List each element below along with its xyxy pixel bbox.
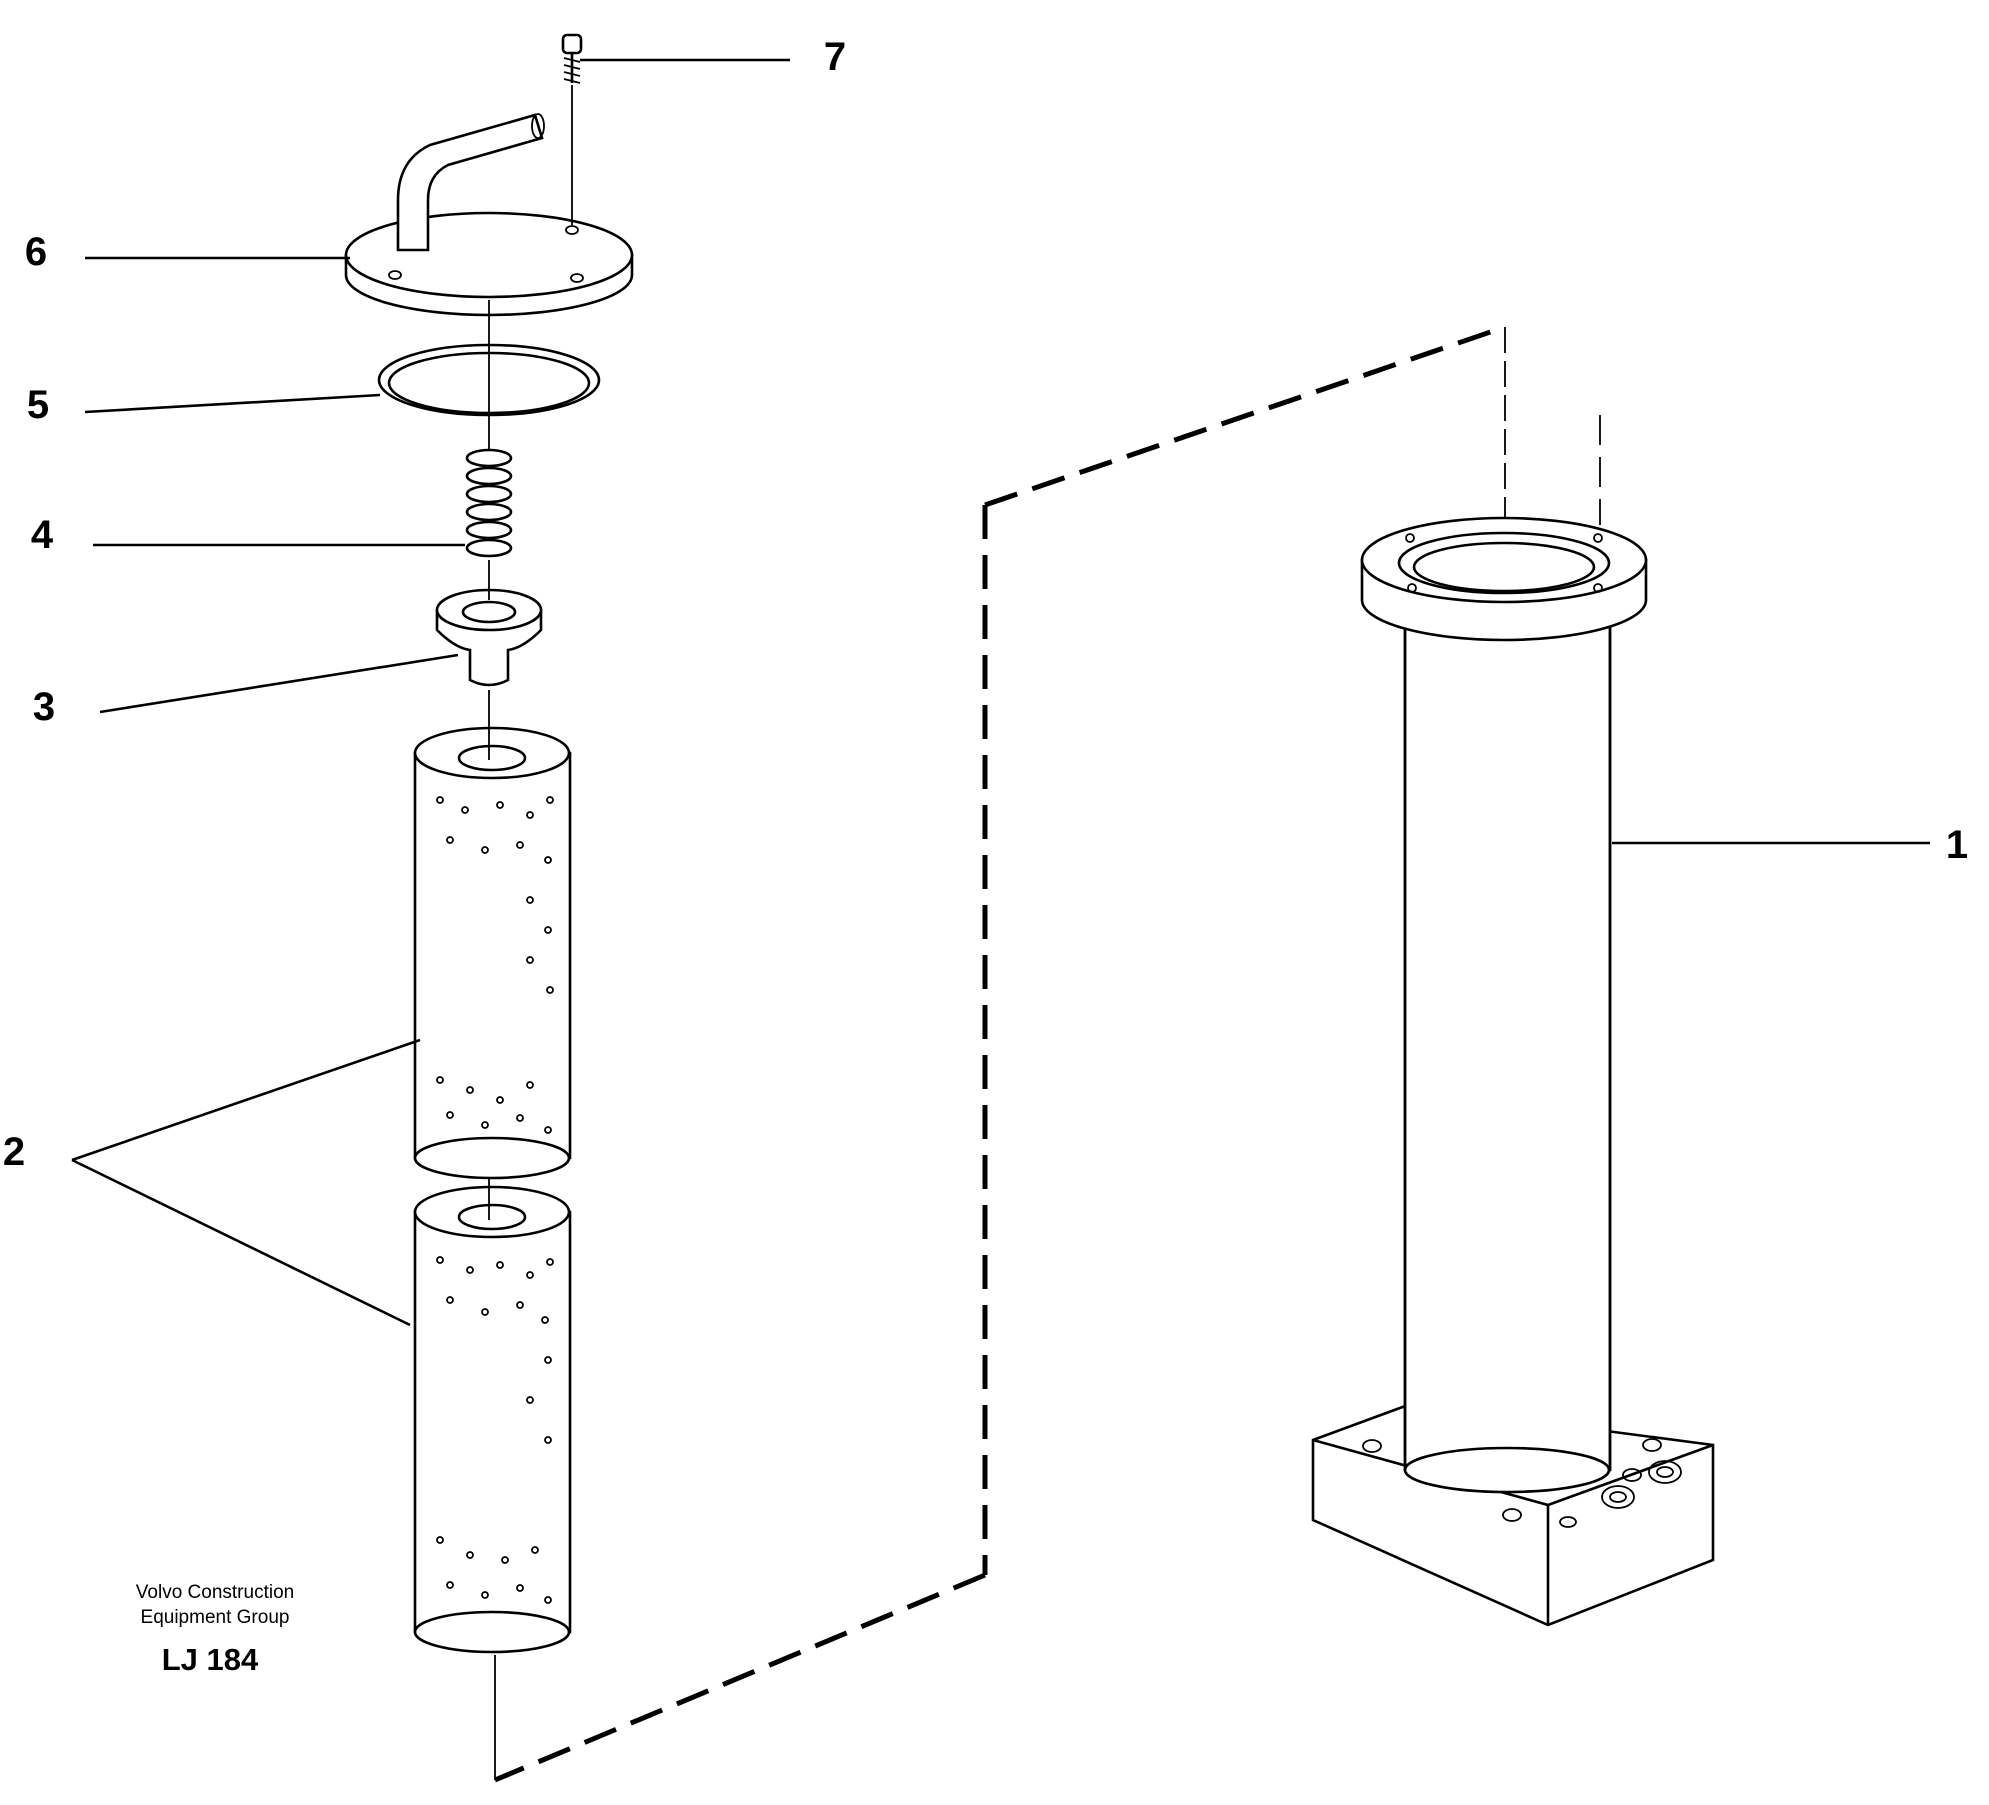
valve-seat bbox=[435, 588, 543, 687]
cover-with-pipe bbox=[344, 113, 634, 317]
filter-housing bbox=[1311, 516, 1715, 1627]
credit-line-1: Volvo Construction bbox=[136, 1582, 294, 1603]
callout-1: 1 bbox=[1946, 823, 1968, 867]
drawing-code: LJ 184 bbox=[162, 1642, 259, 1677]
leader-lines bbox=[71, 58, 1930, 1327]
spring bbox=[465, 448, 513, 558]
callout-5: 5 bbox=[27, 383, 49, 427]
credit-line-2: Equipment Group bbox=[141, 1607, 290, 1628]
credit-block: Volvo Construction Equipment Group LJ 18… bbox=[136, 1582, 294, 1677]
callout-6: 6 bbox=[25, 230, 47, 274]
callout-4: 4 bbox=[31, 513, 54, 557]
callout-7: 7 bbox=[824, 35, 846, 79]
assembly-dashed-path bbox=[494, 324, 1601, 1783]
callout-2: 2 bbox=[3, 1130, 25, 1174]
filter-cartridge-upper bbox=[413, 726, 572, 1180]
callout-labels: 1 2 3 4 5 6 7 bbox=[3, 35, 1968, 1174]
screw bbox=[561, 33, 583, 225]
filter-cartridge-lower bbox=[413, 1185, 572, 1654]
callout-3: 3 bbox=[33, 685, 55, 729]
